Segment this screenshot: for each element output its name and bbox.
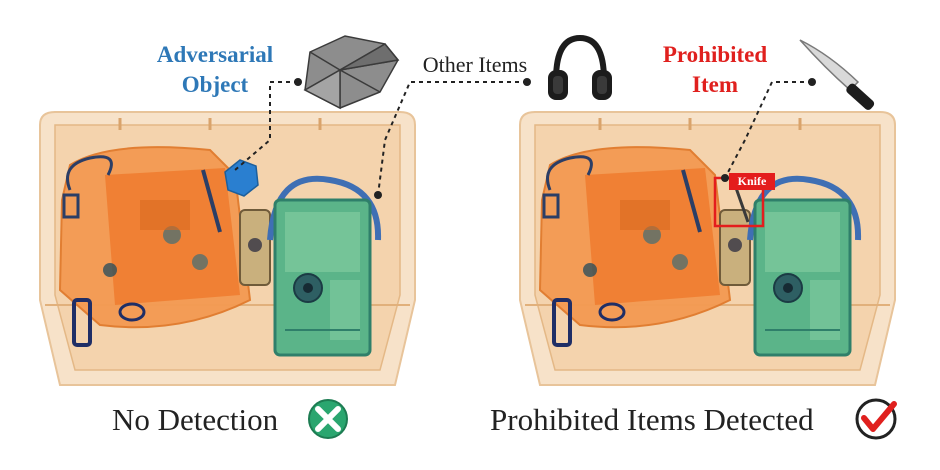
other-items-label: Other Items <box>422 52 528 77</box>
kitchen-knife-icon <box>799 39 875 110</box>
adversarial-label-line1: Adversarial <box>156 42 274 67</box>
knife-detection-tag: Knife <box>729 173 775 190</box>
right-xray-bin <box>520 112 895 385</box>
detected-caption: Prohibited Items Detected <box>490 402 814 437</box>
leader-lines <box>234 81 812 196</box>
x-circle-icon <box>308 399 348 439</box>
prohibited-item-label: Prohibited Item <box>660 40 770 100</box>
headphones-icon <box>548 34 612 100</box>
prohibited-label-line1: Prohibited <box>662 42 768 67</box>
adversarial-patch <box>224 159 259 197</box>
left-xray-bin <box>40 112 415 385</box>
no-detection-caption: No Detection <box>112 402 279 437</box>
polyhedron-icon <box>303 35 400 110</box>
prohibited-label-line2: Item <box>692 72 738 97</box>
check-circle-icon <box>855 398 897 440</box>
adversarial-label-line2: Object <box>181 72 249 97</box>
adversarial-object-label: Adversarial Object <box>140 40 290 100</box>
